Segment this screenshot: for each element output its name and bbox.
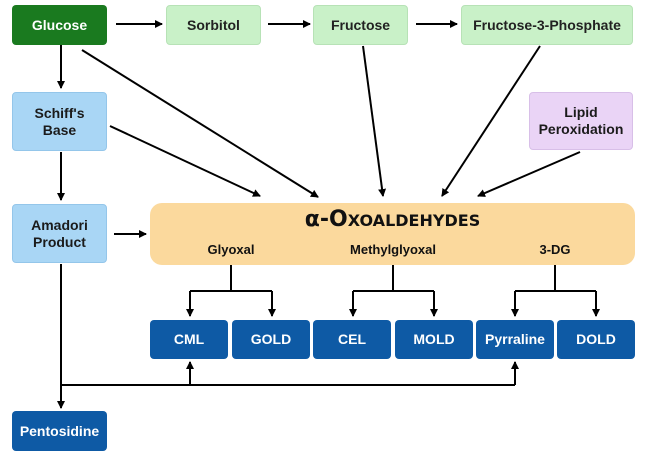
node-glucose: Glucose	[12, 5, 107, 45]
arrow-schiffs-oxo	[109, 125, 261, 197]
product-mold: MOLD	[395, 320, 473, 359]
oxoaldehydes-title: α-OXOALDEHYDES	[304, 207, 481, 232]
label-3-dg: 3-DG	[539, 242, 571, 257]
arrow-glucose-oxo	[81, 49, 319, 198]
product-cml: CML	[150, 320, 228, 359]
node-schiffs-base: Schiff's Base	[12, 92, 107, 151]
node-sorbitol: Sorbitol	[166, 5, 261, 45]
arrow-lipid-oxo	[477, 151, 581, 197]
product-dold: DOLD	[557, 320, 635, 359]
arrow-fructose-oxo	[362, 45, 387, 197]
product-cel: CEL	[313, 320, 391, 359]
arrow-f3p-oxo	[441, 45, 541, 197]
product-pyrraline: Pyrraline	[476, 320, 554, 359]
oxoaldehydes-box	[150, 203, 635, 265]
node-amadori-product: Amadori Product	[12, 204, 107, 263]
node-pentosidine: Pentosidine	[12, 411, 107, 451]
node-fructose-3-phosphate: Fructose-3-Phosphate	[461, 5, 633, 45]
node-lipid-peroxidation: Lipid Peroxidation	[529, 92, 633, 150]
label-methylglyoxal: Methylglyoxal	[350, 242, 436, 257]
product-gold: GOLD	[232, 320, 310, 359]
label-glyoxal: Glyoxal	[207, 242, 255, 257]
node-fructose: Fructose	[313, 5, 408, 45]
